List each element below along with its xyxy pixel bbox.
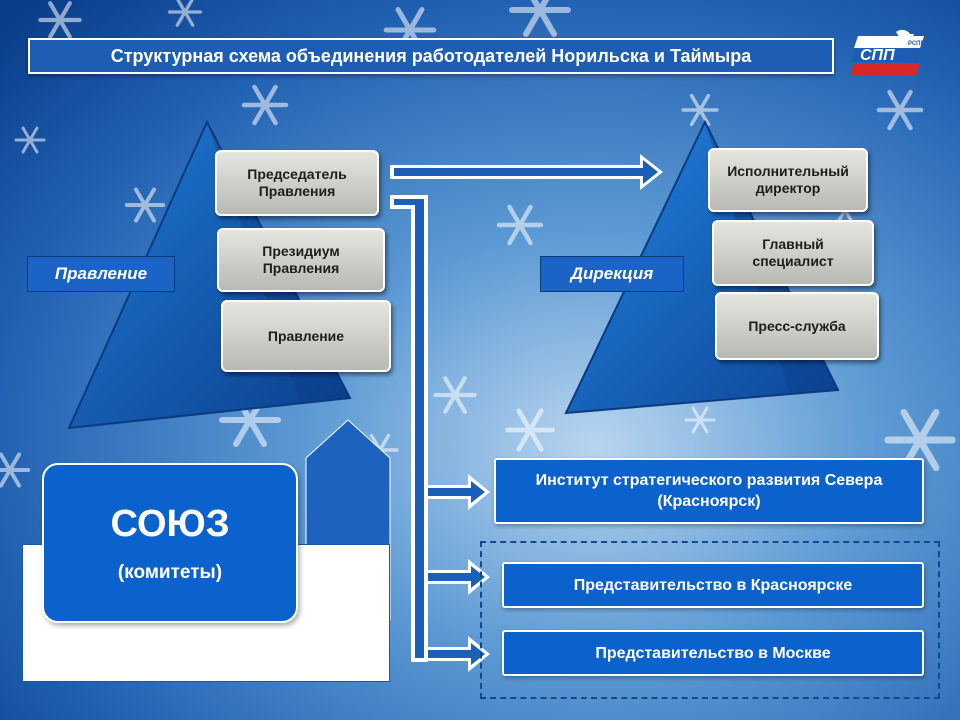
box-chairman: Председатель Правления [215, 150, 379, 216]
arrow-to-institute [428, 474, 490, 510]
logo-text: СПП [860, 47, 895, 64]
box-office-moscow: Представительство в Москве [502, 630, 924, 676]
box-chief-specialist: Главный специалист [712, 220, 874, 286]
union-title: СОЮЗ [110, 503, 230, 545]
label-pravlenie: Правление [27, 256, 175, 292]
arrow-to-moscow-office [428, 636, 490, 672]
vertical-connector [390, 195, 428, 662]
offices-frame [480, 541, 940, 699]
logo-small-text: РСПП [908, 41, 925, 47]
spp-logo-icon: СПП РСПП [850, 29, 925, 76]
union-box: СОЮЗ (комитеты) [42, 463, 298, 623]
arrow-to-krasnoyarsk-office [428, 559, 490, 595]
arrow-to-director [390, 154, 663, 190]
box-press-service: Пресс-служба [715, 292, 879, 360]
box-office-krasnoyarsk: Представительство в Красноярске [502, 562, 924, 608]
box-executive-director: Исполнительный директор [708, 148, 868, 212]
label-direkciya: Дирекция [540, 256, 684, 292]
box-presidium: Президиум Правления [217, 228, 385, 292]
box-board: Правление [221, 300, 391, 372]
page-title: Структурная схема объединения работодате… [28, 38, 834, 74]
spp-logo: СПП РСПП [850, 28, 928, 80]
union-subtitle: (комитеты) [117, 562, 223, 583]
box-institute: Институт стратегического развития Севера… [494, 458, 924, 524]
